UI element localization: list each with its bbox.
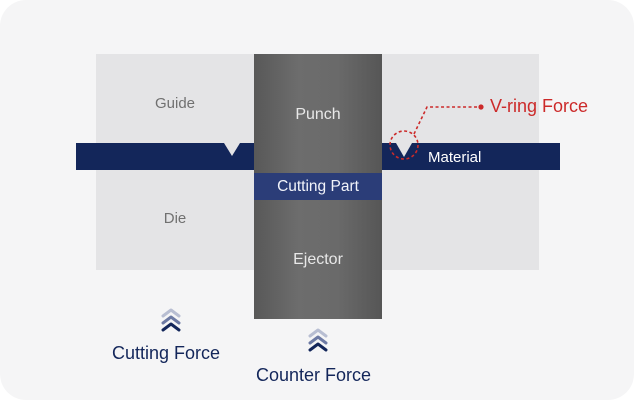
vring-callout-dot: [478, 104, 484, 110]
cutting-part-band: Cutting Part: [254, 173, 382, 200]
die-right-block: [382, 170, 539, 270]
guide-left-block: [96, 54, 254, 143]
vring-notch-left-icon: [224, 143, 240, 156]
material-label: Material: [428, 149, 482, 166]
ejector-label: Ejector: [293, 251, 343, 268]
guide-label: Guide: [154, 95, 196, 112]
vring-notch-right-icon: [396, 143, 412, 157]
cutting-part-label: Cutting Part: [277, 177, 359, 195]
cutting-force-label: Cutting Force: [112, 343, 221, 363]
vring-callout-circle: [389, 130, 419, 160]
vring-force-label: V-ring Force: [490, 96, 589, 116]
cutting-force-arrow-icon: [161, 308, 181, 332]
counter-force-label: Counter Force: [256, 365, 372, 385]
die-left-block: [96, 170, 254, 270]
counter-force-arrow-icon: [308, 328, 328, 352]
vring-callout-leader: [413, 106, 480, 135]
guide-right-block: [382, 54, 539, 143]
die-label: Die: [163, 210, 187, 227]
punch-label: Punch: [295, 106, 341, 123]
